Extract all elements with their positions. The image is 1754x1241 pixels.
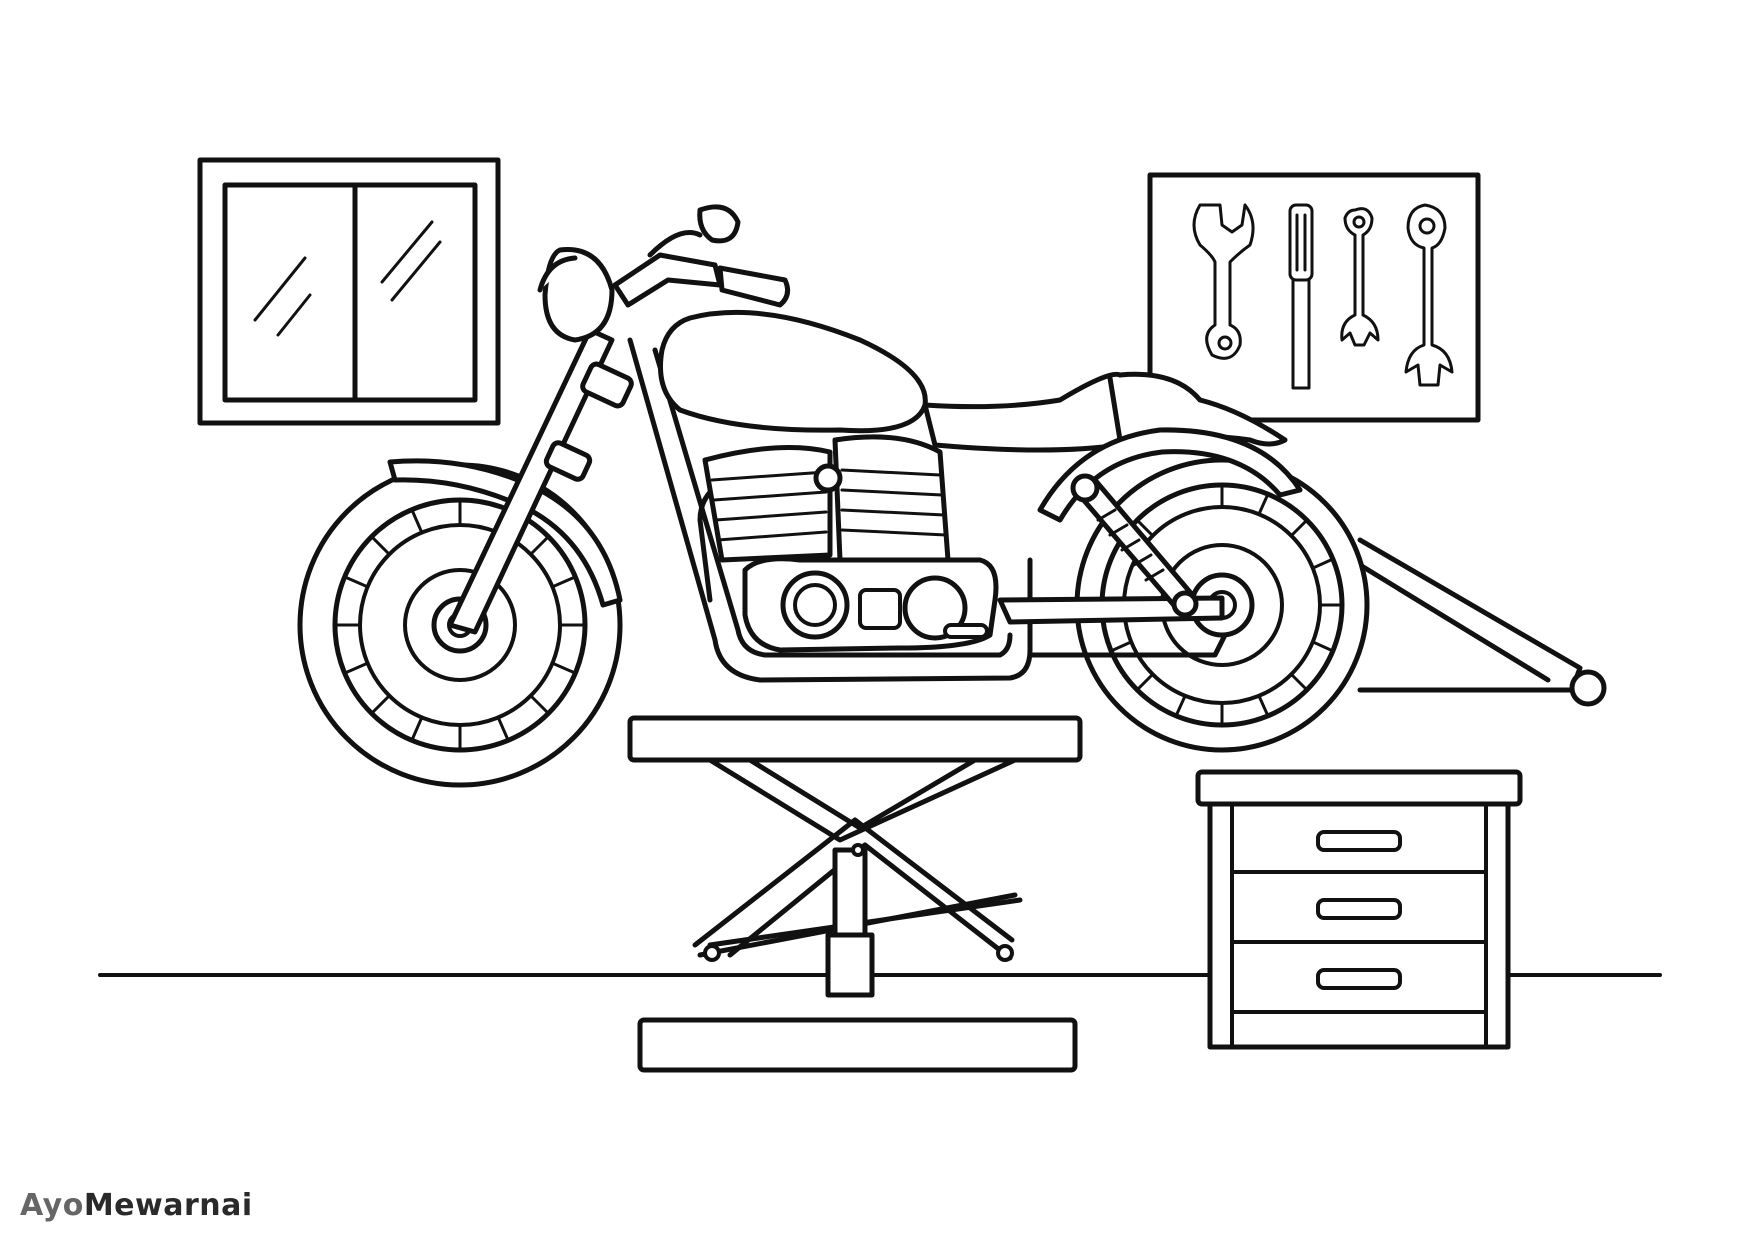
combination-wrench-icon <box>1404 203 1454 387</box>
small-wrench-icon <box>1340 207 1380 347</box>
brand-logo-mewarnai: Mewarnai <box>83 1188 253 1223</box>
engine <box>702 434 999 653</box>
brand-logo-ayo: Ayo <box>20 1188 84 1223</box>
scissor-lift <box>627 715 1083 1073</box>
screwdriver-icon <box>1288 203 1314 390</box>
brand-logo: AyoMewarnai <box>20 1188 253 1223</box>
rear-stand <box>1357 537 1607 707</box>
motorcycle <box>297 204 1370 788</box>
tool-board <box>1147 172 1481 423</box>
window <box>197 157 501 426</box>
wrench-icon <box>1192 203 1255 360</box>
drawer-cabinet <box>1195 769 1523 1050</box>
rear-shock <box>1070 473 1199 618</box>
